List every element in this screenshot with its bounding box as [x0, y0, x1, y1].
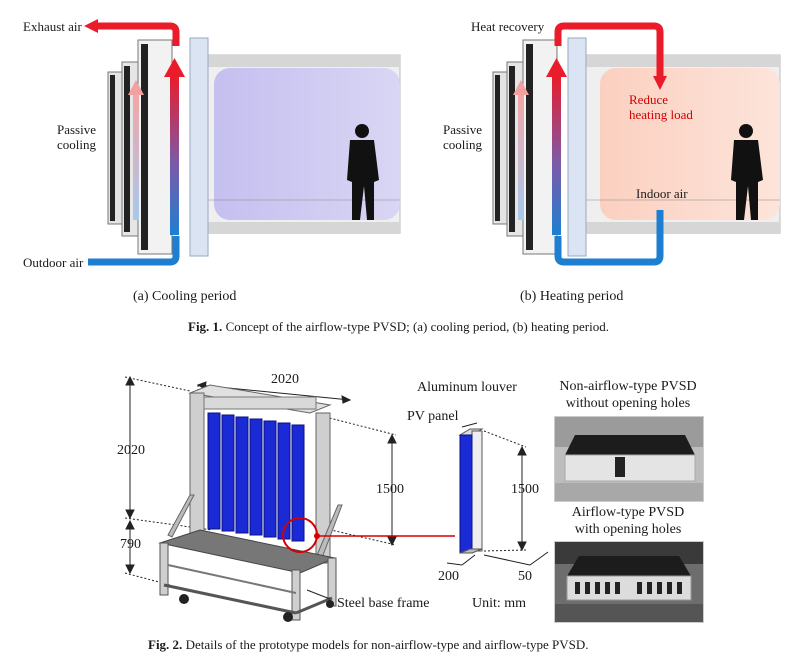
caption-heating-period: (b) Heating period [520, 289, 624, 304]
fig2-caption-text: Details of the prototype models for non-… [185, 637, 589, 652]
caption-cooling-period: (a) Cooling period [133, 289, 237, 304]
pv-panel-label: PV panel [407, 409, 459, 424]
cooling-panel [84, 19, 401, 266]
fig1-diagram [84, 19, 781, 266]
aluminum-louver-label: Aluminum louver [417, 380, 517, 395]
person-silhouette-b [731, 124, 763, 220]
passive-cooling-label-a: Passive cooling [57, 122, 96, 152]
reduce-heating-load-label: Reduce heating load [629, 92, 693, 122]
louver-detail [458, 428, 484, 554]
detail-width-label: 200 [438, 569, 459, 584]
fig2-caption-label: Fig. 2. [148, 637, 183, 652]
heat-recovery-label: Heat recovery [471, 19, 545, 34]
prototype-frame [158, 384, 343, 622]
fig1-caption-label: Fig. 1. [188, 319, 223, 334]
louver-stack [107, 39, 173, 255]
dim-height-label: 2020 [117, 443, 145, 458]
airflow-title: Airflow-type PVSD with opening holes [571, 505, 685, 537]
fig2-caption: Fig. 2. Details of the prototype models … [148, 637, 588, 653]
detail-height-label: 1500 [511, 482, 539, 497]
airflow-photo [554, 541, 704, 623]
dim-base-label: 790 [120, 537, 141, 552]
unit-label: Unit: mm [472, 596, 527, 611]
fig1-caption: Fig. 1. Concept of the airflow-type PVSD… [188, 319, 609, 335]
fig1-caption-text: Concept of the airflow-type PVSD; (a) co… [225, 319, 609, 334]
room-warm-air [600, 68, 780, 220]
person-silhouette [347, 124, 379, 220]
fig2-diagram [124, 375, 549, 622]
dim-panel-height-label: 1500 [376, 482, 404, 497]
exhaust-air-label: Exhaust air [23, 19, 82, 34]
dim-width-label: 2020 [271, 372, 299, 387]
non-airflow-photo [554, 416, 704, 502]
pv-panel-array [207, 412, 305, 542]
outdoor-air-label: Outdoor air [23, 255, 84, 270]
heating-panel [492, 22, 781, 266]
steel-base-frame-label: Steel base frame [337, 596, 430, 611]
indoor-air-label: Indoor air [636, 186, 688, 201]
detail-depth-label: 50 [518, 569, 532, 584]
passive-cooling-label-b: Passive cooling [443, 122, 482, 152]
louver-stack-b [492, 39, 558, 255]
non-airflow-title: Non-airflow-type PVSD without opening ho… [559, 379, 697, 411]
